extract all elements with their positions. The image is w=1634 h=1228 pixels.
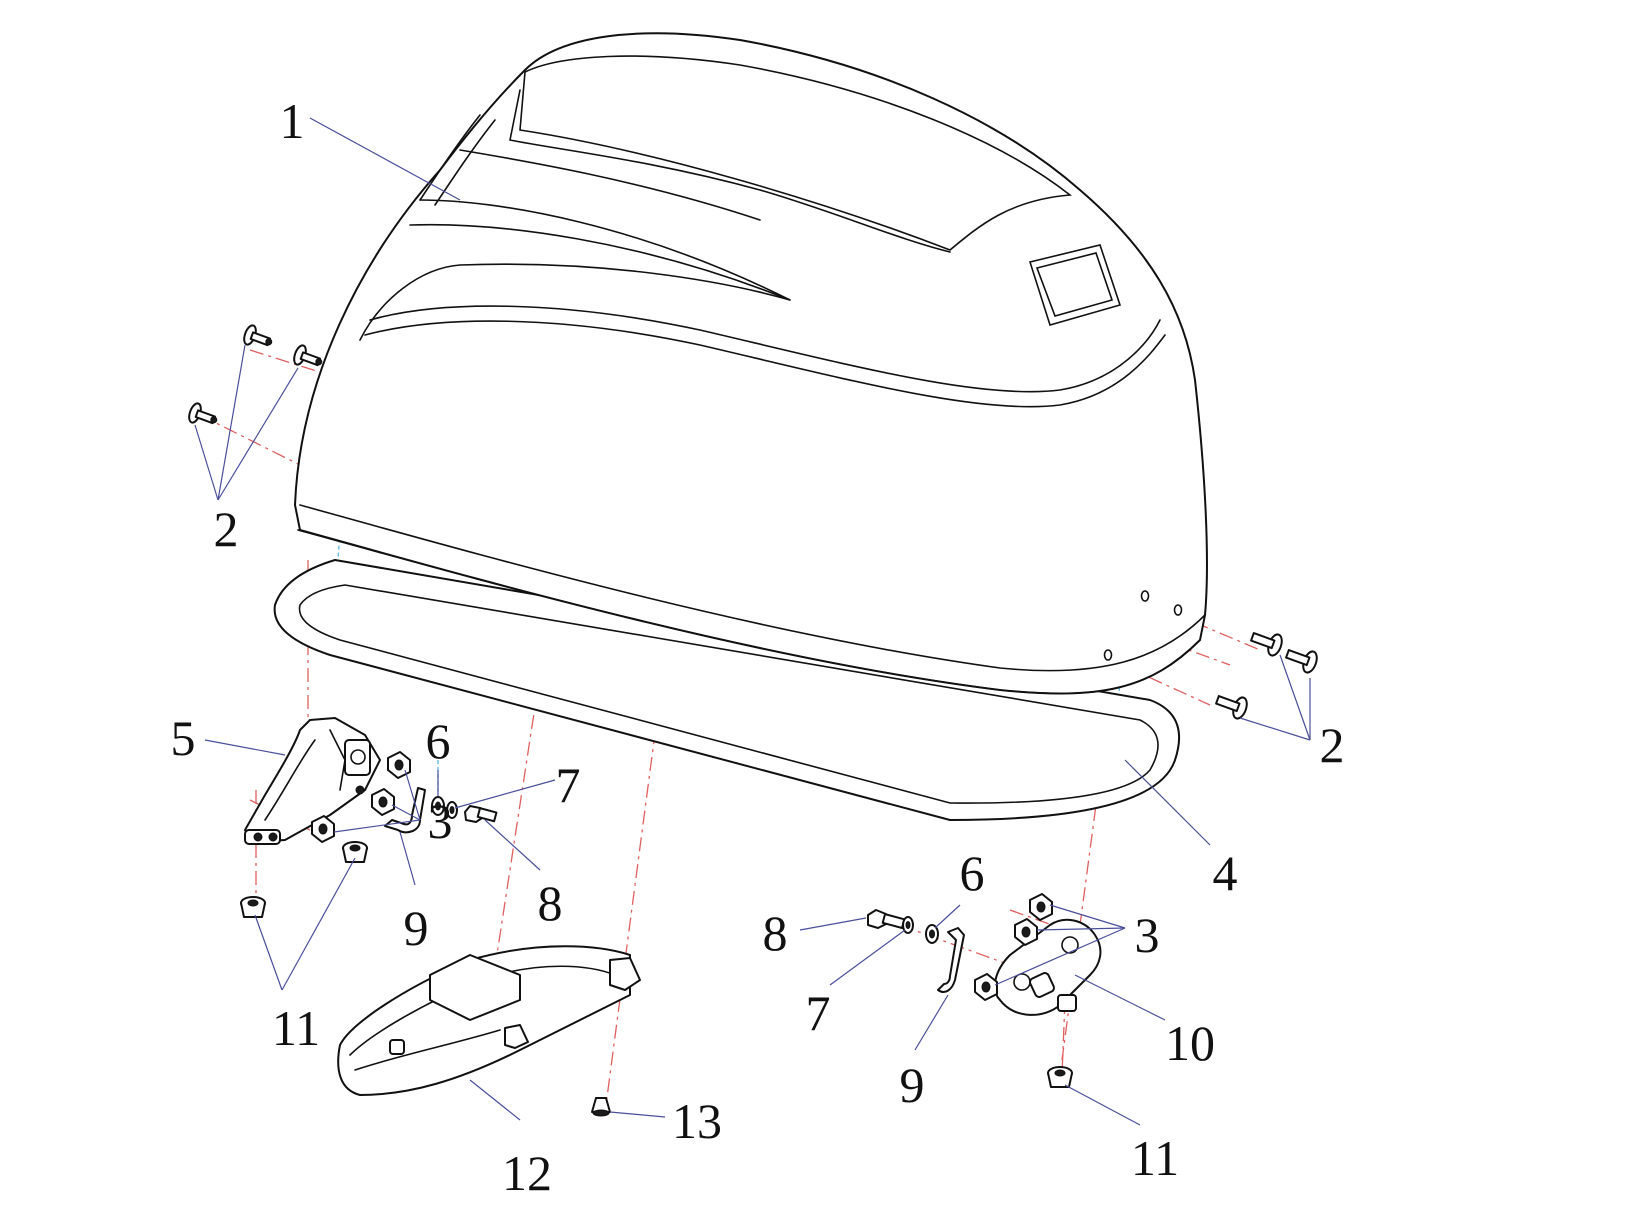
- grommet-part-11-right: [1047, 1066, 1073, 1088]
- callout-1: 1: [280, 93, 305, 149]
- callout-7-left: 7: [556, 757, 581, 813]
- front-cover-part-12: [337, 945, 641, 1096]
- bolt-part-8-right: [867, 909, 906, 930]
- bolt-part-8: [464, 805, 498, 823]
- lock-washer-part-7-right: [902, 916, 914, 934]
- callout-11-left: 11: [272, 1000, 320, 1056]
- nut-part-3-right: [974, 893, 1053, 1001]
- callout-9-right: 9: [900, 1057, 925, 1113]
- right-fasteners: [867, 893, 1073, 1088]
- top-cowling-part-1: [294, 32, 1208, 695]
- grommets-part-11-left: [240, 841, 368, 918]
- callout-10: 10: [1165, 1015, 1215, 1071]
- rivets-part-2-left: [188, 324, 323, 425]
- callout-2-right: 2: [1320, 717, 1345, 773]
- callout-6-right: 6: [960, 845, 985, 901]
- callout-6-left: 6: [426, 713, 451, 769]
- screw-part-13: [591, 1097, 611, 1117]
- callout-3-right: 3: [1135, 907, 1160, 963]
- callout-5: 5: [171, 710, 196, 766]
- clip-part-9-right: [937, 927, 965, 993]
- leader-lines: [194, 117, 1311, 1126]
- nut-part-3: [311, 751, 411, 843]
- callout-2-left: 2: [214, 501, 239, 557]
- lock-washer-part-7: [446, 801, 458, 819]
- callout-13: 13: [672, 1093, 722, 1149]
- callout-12: 12: [502, 1145, 552, 1201]
- washer-part-6-right: [925, 924, 939, 944]
- hinge-bracket-part-10: [993, 918, 1102, 1016]
- callout-8-left: 8: [538, 875, 563, 931]
- callout-9-left: 9: [404, 900, 429, 956]
- callout-7-right: 7: [806, 985, 831, 1041]
- rivets-part-2-right: [1215, 632, 1318, 720]
- seal-ring-part-4: [273, 559, 1181, 821]
- callouts: 1 2 2 3 3 4 5 6 6 7 7 8 8 9 9 10 11 11 1…: [171, 93, 1345, 1201]
- callout-8-right: 8: [763, 905, 788, 961]
- washer-part-6: [431, 796, 445, 816]
- hinge-bracket-part-5: [244, 717, 381, 845]
- callout-4: 4: [1213, 845, 1238, 901]
- callout-11-right: 11: [1131, 1130, 1179, 1186]
- callout-3-left: 3: [428, 793, 453, 849]
